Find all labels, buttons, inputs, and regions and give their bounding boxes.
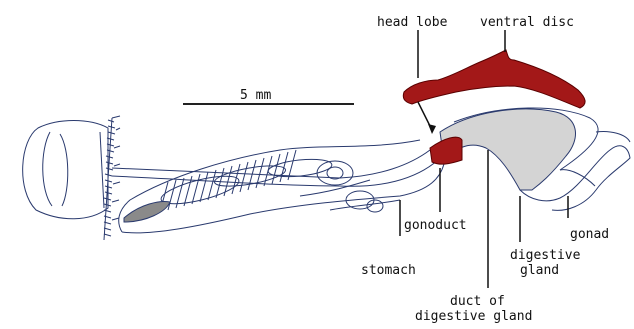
leader-arrowheads xyxy=(428,124,436,134)
digestive-gland-tube xyxy=(440,108,630,210)
head-lobe-shape xyxy=(430,137,462,164)
head-lobe-label: head lobe xyxy=(377,15,448,30)
tail-tip xyxy=(124,202,170,222)
body-outline xyxy=(112,140,444,233)
spiny-frill xyxy=(104,116,120,240)
duct-label-line1: duct of xyxy=(450,294,505,309)
stomach-label: stomach xyxy=(361,263,416,278)
ventral-disc-shape xyxy=(403,50,585,108)
digestive-gland-label-line2: gland xyxy=(520,263,559,278)
ribbed-region xyxy=(160,150,296,212)
gonad-label: gonad xyxy=(570,227,609,242)
scale-bar: 5 mm xyxy=(183,88,354,104)
ventral-disc-label: ventral disc xyxy=(480,15,574,30)
duct-label-line2: digestive gland xyxy=(415,309,532,324)
trunk-end xyxy=(23,121,108,219)
digestive-gland-label-line1: digestive xyxy=(510,248,581,263)
gonoduct-label: gonoduct xyxy=(404,218,467,233)
scale-bar-label: 5 mm xyxy=(240,88,271,103)
